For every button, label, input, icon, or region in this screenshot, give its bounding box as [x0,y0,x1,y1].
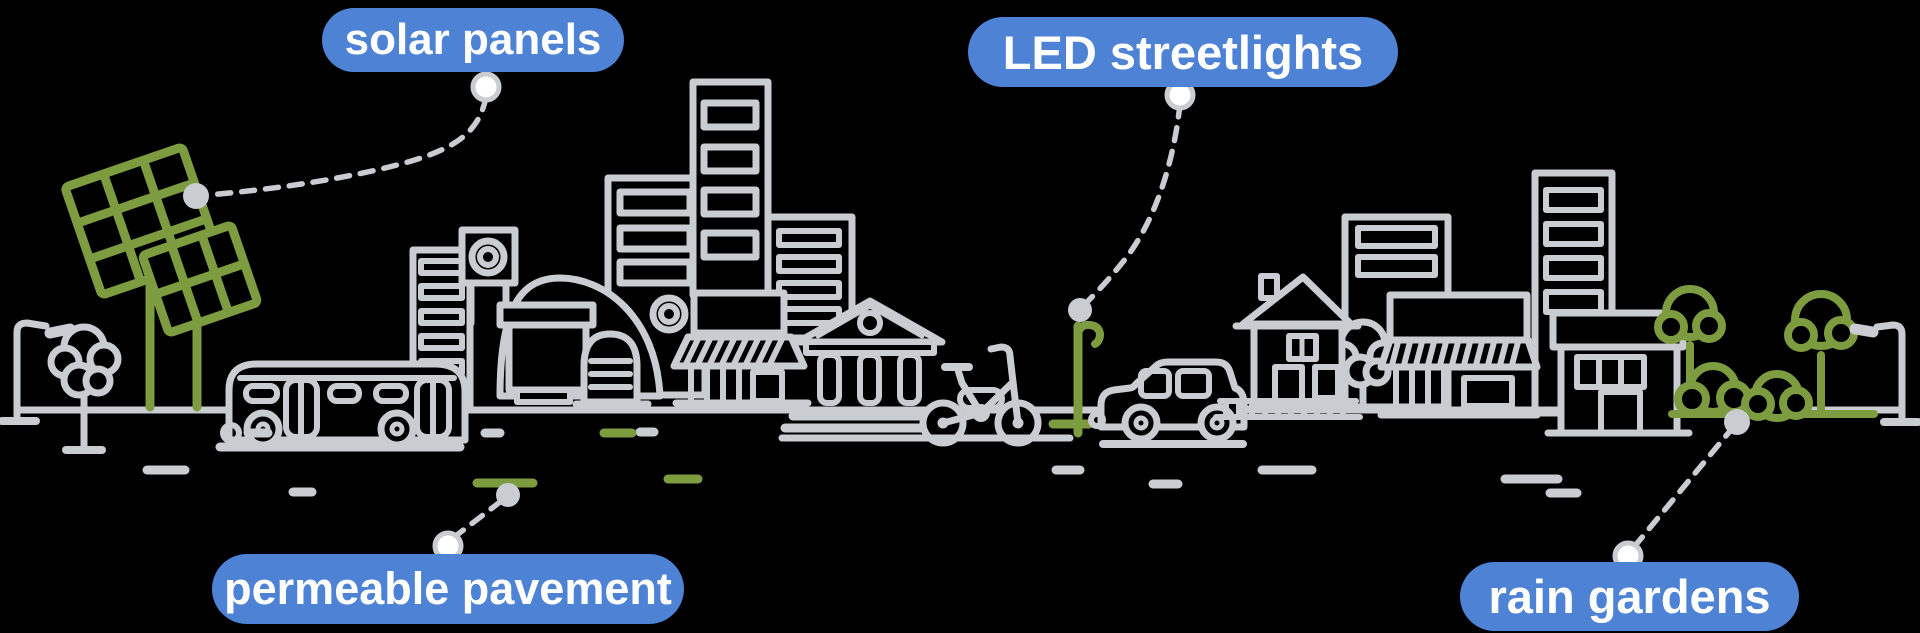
bicycle-icon [919,343,1042,447]
right-streetlight-icon [1849,321,1920,426]
center-storefront [670,289,812,407]
led-streetlight-illustration [1048,298,1104,438]
tower-building [458,226,519,327]
solar-panels-target-dot [183,183,209,209]
right-storefront [1377,291,1541,419]
callout-label: rain gardens [1488,570,1771,623]
arch-hall-building [496,274,689,408]
house-icon [1232,273,1362,413]
rain-gardens-target-dot [1724,409,1750,435]
permeable-pavement-dashes [472,428,703,488]
far-right-shop [1544,309,1693,437]
rain-garden-illustration [1654,285,1878,422]
left-tree-icon [47,323,122,454]
solar-panel-small [138,221,262,337]
permeable-pavement-target-dot [496,483,520,507]
callout-permeable-pavement[interactable]: permeable pavement [212,554,684,624]
callout-label: solar panels [344,15,602,64]
bus-icon [215,360,469,452]
road-dashes [142,427,1582,498]
rain-gardens-connector [1631,428,1733,550]
callout-label: permeable pavement [224,563,672,614]
fence-icon [1213,398,1363,420]
solar-panels-illustration [61,143,262,412]
callout-rain-gardens[interactable]: rain gardens [1460,562,1799,631]
callout-led-streetlights[interactable]: LED streetlights [968,17,1398,87]
led-streetlights-connector [1085,101,1183,304]
bank-building [780,297,950,433]
streetlight-bulb [1068,298,1092,322]
solar-panels-connector [205,94,489,198]
round-window-icon [649,294,689,334]
callout-solar-panels[interactable]: solar panels [322,8,624,72]
target-dots [183,183,1750,507]
left-streetlight-icon [0,319,76,425]
solar-panels-anchor-dot[interactable] [470,71,502,103]
permeable-pavement-connector [450,499,503,541]
callout-label: LED streetlights [1002,25,1364,79]
callout-connectors [205,94,1733,550]
